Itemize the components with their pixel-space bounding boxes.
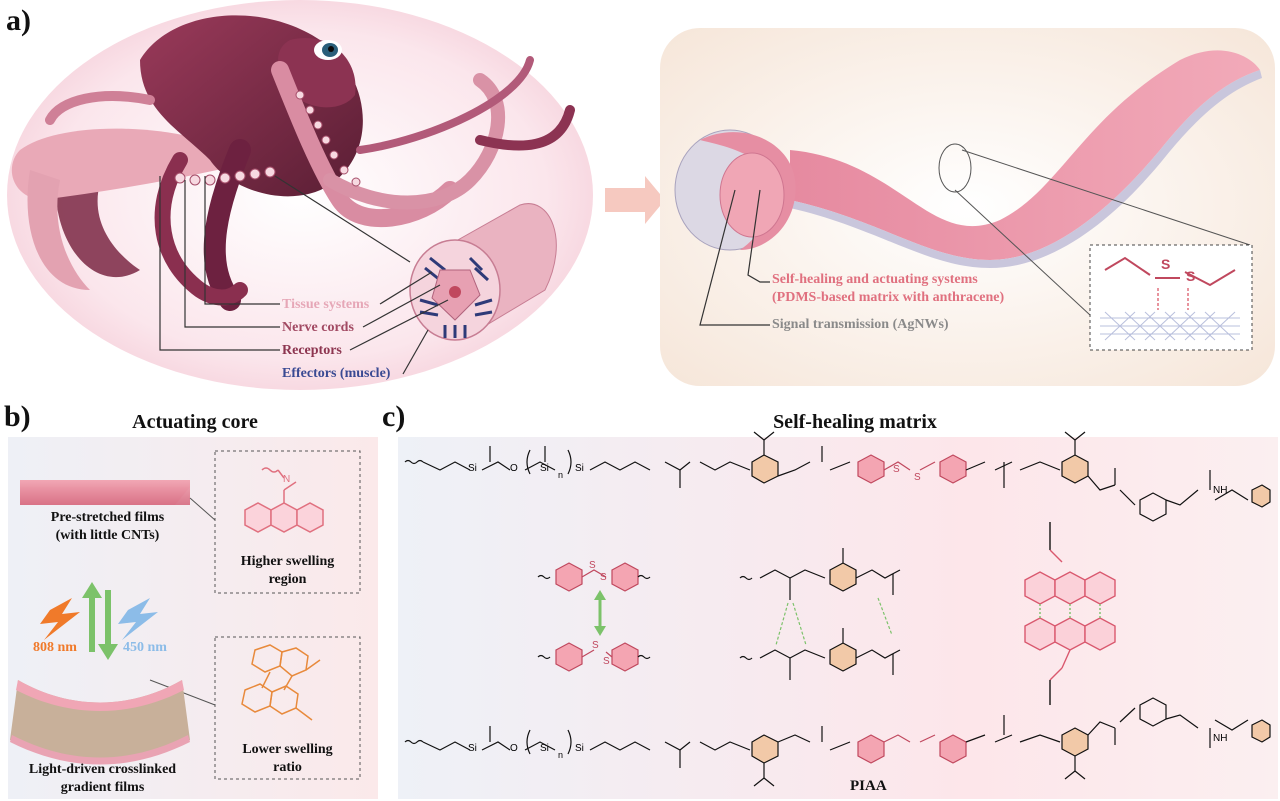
panel-a-label: a) bbox=[6, 4, 31, 37]
actuating-core-title: Actuating core bbox=[132, 411, 258, 433]
panel-c-label-text: c) bbox=[382, 400, 406, 433]
muscle-cross-section bbox=[409, 203, 557, 341]
healing-system-label-line2: (PDMS-based matrix with anthracene) bbox=[772, 290, 1005, 305]
transition-arrow bbox=[605, 176, 665, 224]
blue-light-bolt bbox=[118, 598, 158, 640]
exchange-s-4: S bbox=[603, 656, 610, 667]
healing-system-label-line1: Self-healing and actuating systems bbox=[772, 272, 978, 287]
top-polymer-chain bbox=[404, 431, 1271, 522]
octopus-illustration bbox=[11, 15, 575, 311]
equilibrium-arrows bbox=[82, 582, 118, 660]
octopus-leader-lines bbox=[159, 175, 449, 375]
effectors-label: Effectors (muscle) bbox=[282, 366, 391, 381]
anthracene-monomer bbox=[244, 467, 324, 533]
bottom-si-3: Si bbox=[575, 743, 584, 754]
disulfide-inset-drawing bbox=[1100, 256, 1240, 341]
bottom-si-2: Si bbox=[540, 743, 549, 754]
exchange-s-2: S bbox=[600, 572, 607, 583]
top-nh-end: NH bbox=[1213, 485, 1228, 496]
panel-b-label: b) bbox=[4, 400, 31, 433]
ribbon-zoom-lines bbox=[954, 149, 1251, 316]
tissue-systems-label: Tissue systems bbox=[282, 297, 370, 312]
top-si-1: Si bbox=[468, 463, 477, 474]
higher-swelling-box bbox=[214, 450, 361, 594]
top-s-2: S bbox=[914, 472, 921, 483]
monomer-nitrogen-label: N bbox=[283, 474, 291, 485]
top-s-1: S bbox=[893, 464, 900, 475]
ribbon-illustration bbox=[674, 50, 1262, 268]
gradient-film bbox=[10, 680, 190, 765]
urea-hydrogen-bonding bbox=[739, 548, 901, 680]
bottom-polymer-chain bbox=[404, 697, 1271, 787]
bottom-o-1: O bbox=[510, 743, 518, 754]
exchange-s-3: S bbox=[592, 640, 599, 651]
nerve-cords-label: Nerve cords bbox=[282, 320, 354, 335]
red-light-bolt bbox=[40, 598, 80, 640]
gradient-film-label-line1: Light-driven crosslinked bbox=[28, 762, 177, 777]
anthracene-crosslink bbox=[1024, 522, 1116, 705]
higher-swelling-label-line2: region bbox=[268, 572, 307, 587]
wavelength-808-label: 808 nm bbox=[33, 640, 77, 655]
signal-transmission-label: Signal transmission (AgNWs) bbox=[772, 317, 949, 332]
wavelength-450-label: 450 nm bbox=[123, 640, 167, 655]
pre-stretched-label-line1: Pre-stretched films bbox=[50, 510, 165, 525]
exchange-s-1: S bbox=[589, 560, 596, 571]
pre-stretched-label-line2: (with little CNTs) bbox=[55, 528, 160, 543]
bottom-si-1: Si bbox=[468, 743, 477, 754]
gradient-film-label-line2: gradient films bbox=[60, 780, 145, 795]
anthracene-dimer bbox=[241, 644, 321, 721]
top-si-3: Si bbox=[575, 463, 584, 474]
self-healing-matrix-title: Self-healing matrix bbox=[773, 411, 937, 433]
lower-swelling-box bbox=[214, 636, 361, 780]
sulfur-atom-left: S bbox=[1161, 256, 1171, 272]
lower-swelling-label-line1: Lower swelling bbox=[242, 742, 333, 757]
receptors-label: Receptors bbox=[282, 343, 342, 358]
bottom-n-subscript: n bbox=[558, 750, 564, 760]
lower-swelling-label-line2: ratio bbox=[273, 760, 302, 775]
higher-swelling-label-line1: Higher swelling bbox=[240, 554, 335, 569]
sulfur-atom-right: S bbox=[1186, 268, 1196, 284]
ribbon-leader-lines bbox=[699, 189, 770, 326]
top-si-2: Si bbox=[540, 463, 549, 474]
panel-c-label: c) bbox=[382, 400, 405, 434]
top-o-1: O bbox=[510, 463, 518, 474]
disulfide-exchange bbox=[537, 562, 651, 672]
polymer-name-label: PIAA bbox=[850, 778, 887, 794]
bottom-nh-end: NH bbox=[1213, 733, 1228, 744]
top-n-subscript: n bbox=[558, 470, 564, 480]
disulfide-exchange-arrow bbox=[594, 590, 606, 636]
pre-stretched-film bbox=[20, 480, 190, 505]
film-leader-line bbox=[189, 497, 216, 521]
matrix-background bbox=[398, 437, 1278, 799]
